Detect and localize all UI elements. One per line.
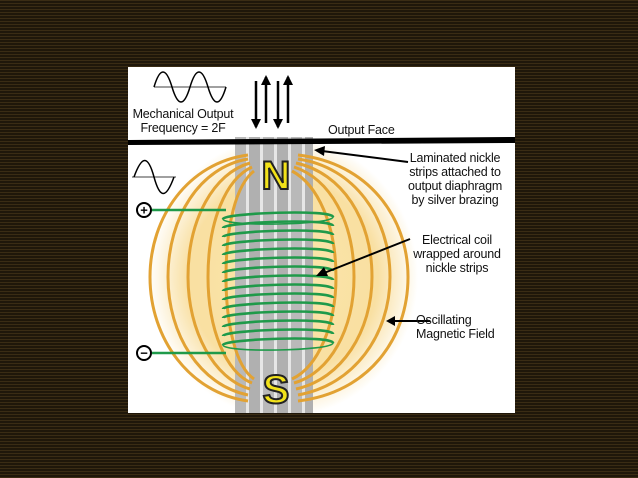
north-pole-label: N (262, 154, 291, 198)
laminated-strips-label: Laminated nickle strips attached to outp… (407, 151, 503, 207)
mechanical-output-label: Mechanical Output Frequency = 2F (132, 107, 234, 135)
magnetic-field-lines (148, 153, 410, 403)
positive-terminal: + (136, 202, 152, 218)
svg-text:+: + (140, 203, 148, 218)
magnetic-field-label: Oscillating Magnetic Field (416, 313, 495, 341)
electrical-coil (152, 208, 335, 355)
electrical-coil-label: Electrical coil wrapped around nickle st… (413, 233, 501, 275)
output-face-label: Output Face (328, 123, 395, 137)
diagram-slide: + − N S (128, 67, 515, 413)
arrow-icon (251, 75, 293, 129)
negative-terminal: − (136, 345, 152, 361)
south-pole-label: S (263, 368, 290, 412)
output-face-bar (128, 137, 515, 145)
leader-lines (314, 146, 430, 326)
magnetostrictive-transducer-diagram: + − N S (128, 71, 515, 413)
svg-text:−: − (140, 346, 148, 361)
